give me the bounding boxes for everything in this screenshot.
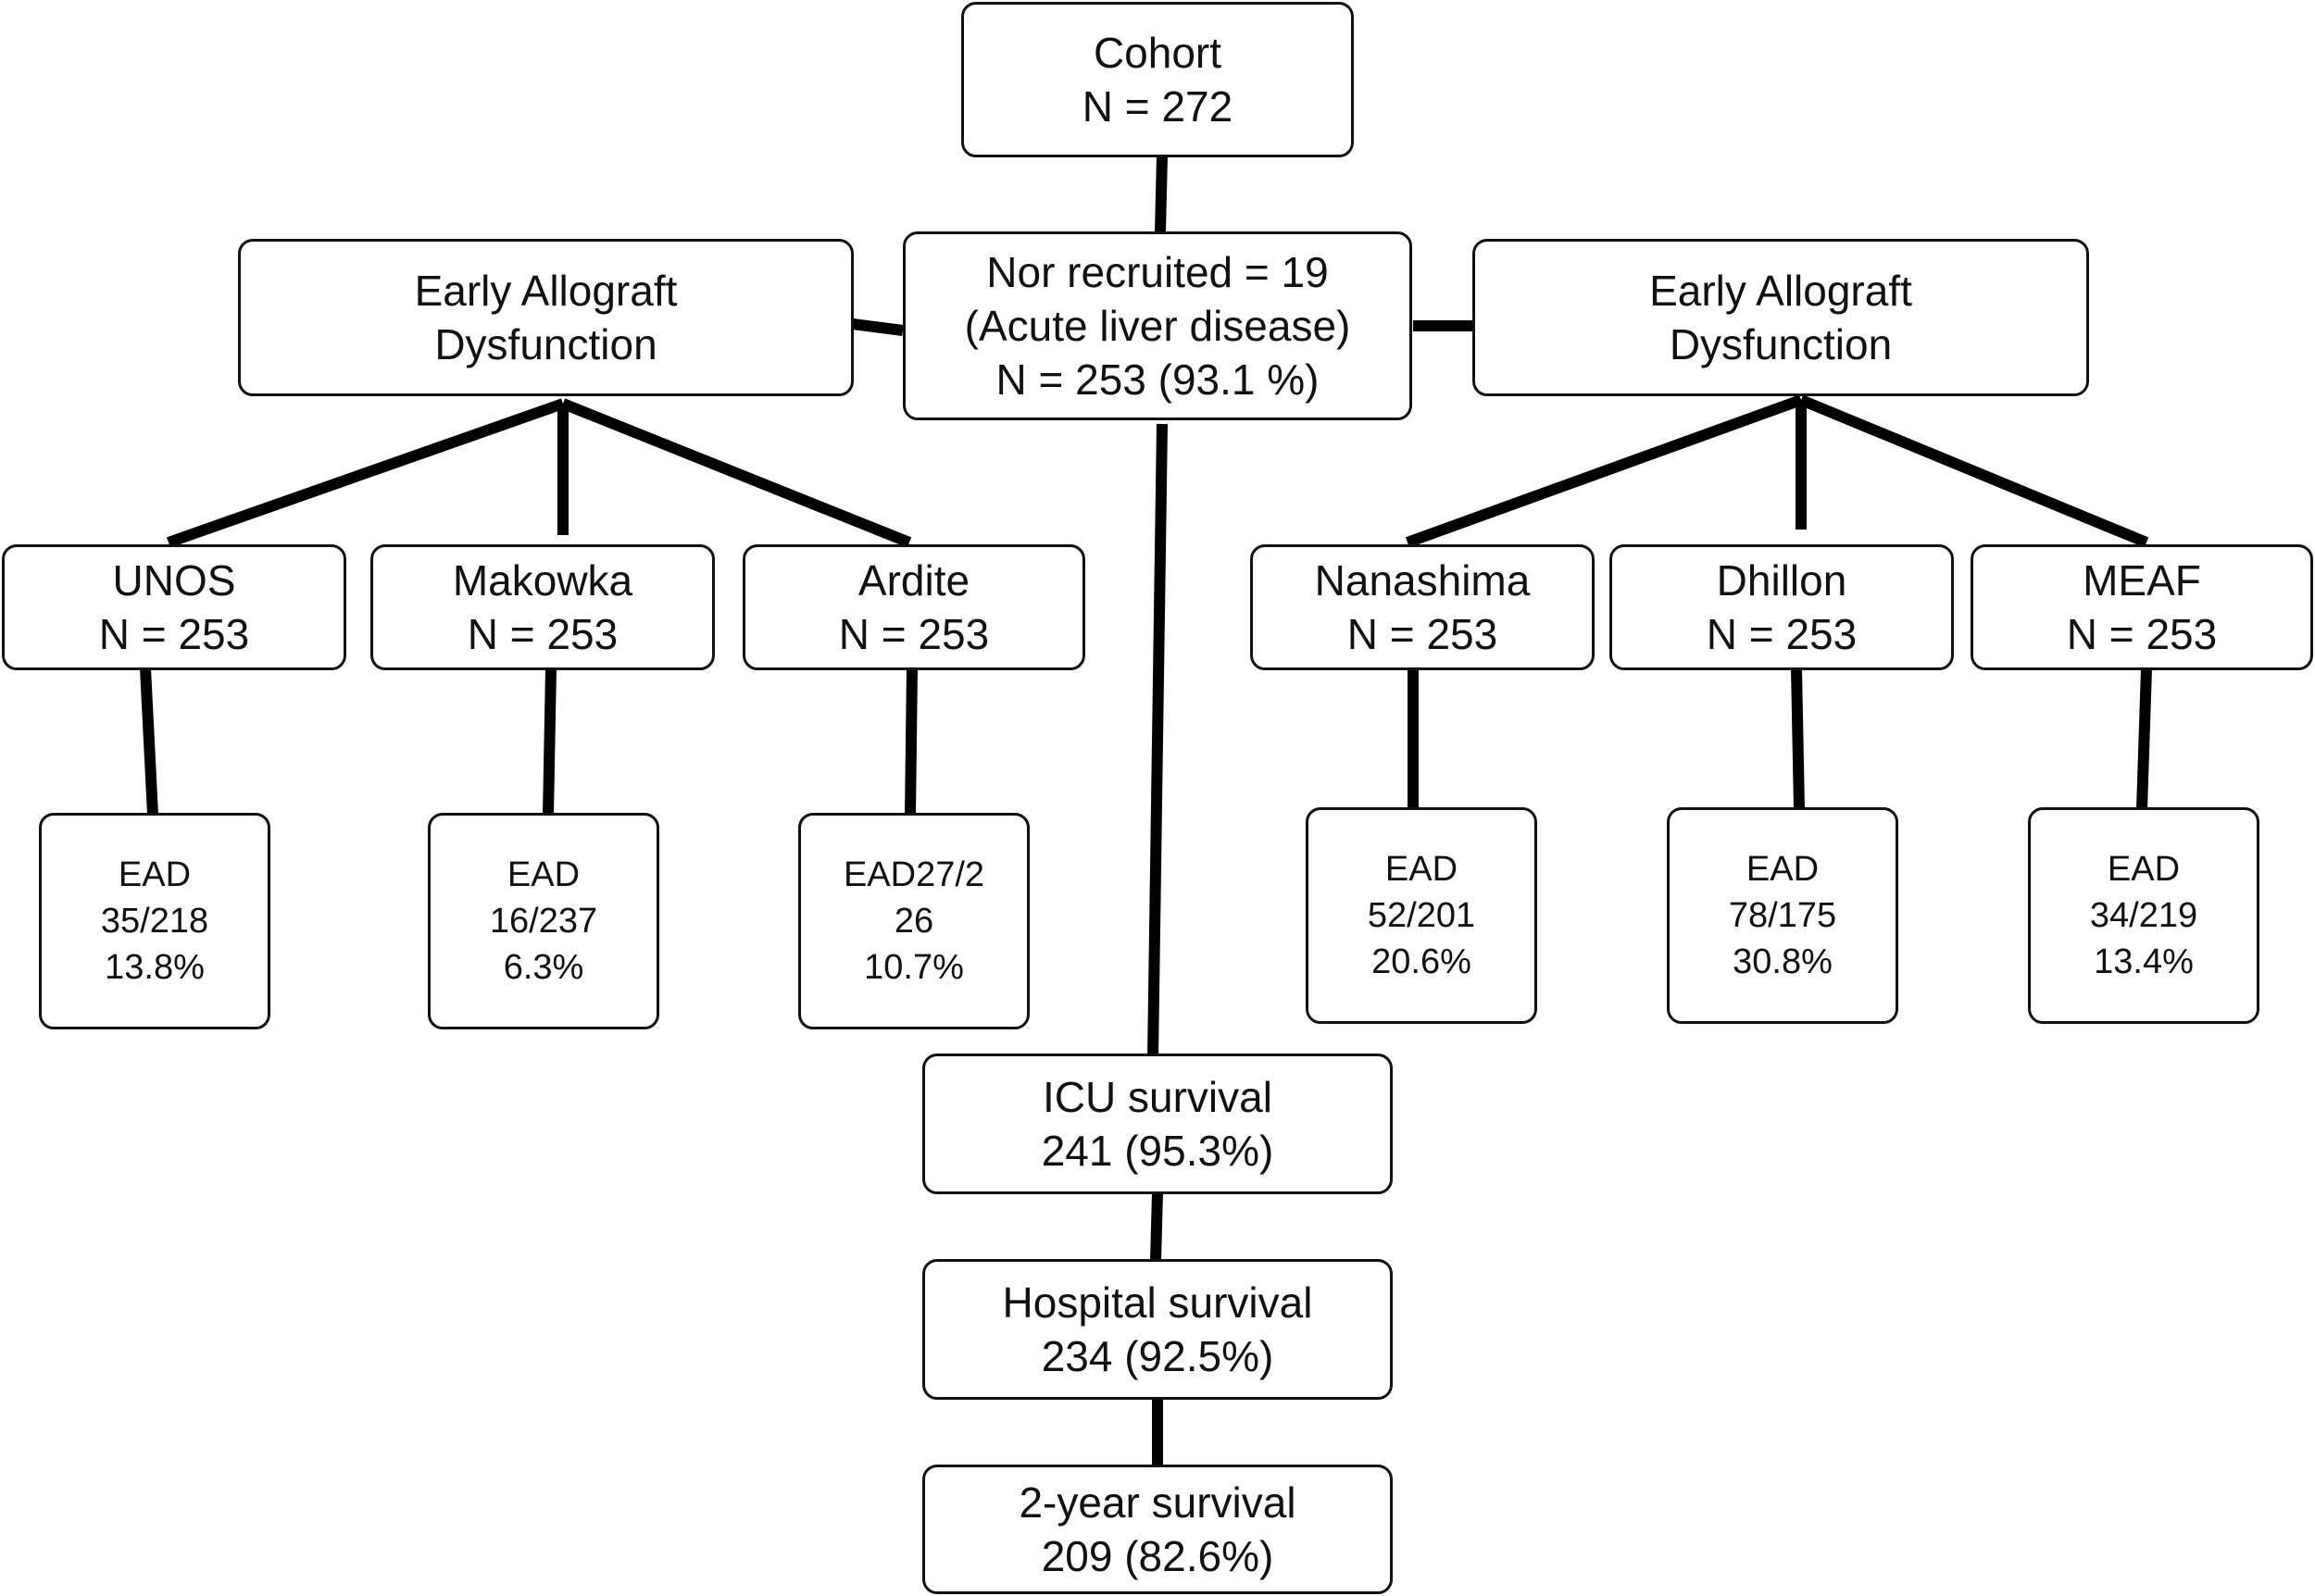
ead-result-box-unos: EAD 35/218 13.8% [39, 813, 270, 1029]
survival-value: 234 (92.5%) [1041, 1332, 1274, 1380]
ead-label: EAD [2107, 850, 2181, 889]
criterion-name: Makowka [452, 556, 633, 605]
criterion-box-unos: UNOS N = 253 [2, 544, 346, 670]
survival-value: 209 (82.6%) [1041, 1532, 1274, 1580]
ead-label: EAD [1746, 850, 1820, 889]
ead-percent: 20.6% [1371, 942, 1471, 981]
cohort-box: Cohort N = 272 [961, 2, 1354, 157]
ead-left-line2: Dysfunction [434, 320, 657, 368]
criterion-box-dhillon: Dhillon N = 253 [1609, 544, 1954, 670]
connector-ead-right-nanashima [1405, 394, 1804, 548]
ead-ratio: 78/175 [1728, 896, 1837, 935]
ead-result-box-dhillon: EAD 78/175 30.8% [1667, 807, 1898, 1024]
connector-ead-right-meaf [1798, 394, 2149, 548]
ead-percent: 6.3% [503, 948, 584, 987]
ead-label: EAD [507, 855, 581, 894]
connector-icu-hospital [1150, 1191, 1163, 1262]
ead-ratio: 35/218 [100, 902, 209, 941]
criterion-name: Nanashima [1314, 556, 1531, 605]
ead-result-box-ardite: EAD27/2 26 10.7% [798, 813, 1030, 1029]
criterion-n: N = 253 [838, 610, 990, 658]
not-recruited-count: Nor recruited = 19 [986, 248, 1329, 296]
ead-percent: 30.8% [1733, 942, 1833, 981]
ead-ratio: 16/237 [489, 902, 598, 941]
ead-ratio: 26 [894, 902, 934, 941]
survival-label: ICU survival [1043, 1073, 1272, 1121]
cohort-n: N = 272 [1082, 82, 1233, 131]
hospital-survival-box: Hospital survival 234 (92.5%) [922, 1259, 1393, 1400]
cohort-title: Cohort [1093, 29, 1222, 77]
criterion-n: N = 253 [1706, 610, 1858, 658]
survival-label: Hospital survival [1002, 1278, 1313, 1327]
criterion-name: Ardite [857, 556, 970, 605]
connector-dhillon-ead [1791, 667, 1805, 810]
criterion-box-makowka: Makowka N = 253 [370, 544, 715, 670]
connector-recruit-survival [1147, 423, 1168, 1058]
ead-ratio: 52/201 [1367, 896, 1476, 935]
ead-right-line1: Early Allograft [1649, 267, 1912, 315]
ead-result-box-meaf: EAD 34/219 13.4% [2028, 807, 2259, 1024]
ead-right-box: Early Allograft Dysfunction [1472, 239, 2089, 396]
ead-percent: 13.4% [2094, 942, 2194, 981]
criterion-name: MEAF [2083, 556, 2201, 605]
ead-label: EAD27/2 [843, 855, 985, 894]
connector-makowka-ead [543, 667, 557, 816]
criterion-n: N = 253 [98, 610, 250, 658]
ead-right-line2: Dysfunction [1669, 320, 1893, 368]
criterion-name: UNOS [112, 556, 236, 605]
ead-label: EAD [118, 855, 192, 894]
criterion-name: Dhillon [1716, 556, 1847, 605]
ead-result-box-nanashima: EAD 52/201 20.6% [1306, 807, 1537, 1024]
survival-value: 241 (95.3%) [1041, 1127, 1274, 1175]
criterion-n: N = 253 [1346, 610, 1498, 658]
criterion-n: N = 253 [467, 610, 619, 658]
connector-cohort-recruit [1155, 155, 1168, 232]
connector-ead-left-unos [167, 398, 565, 548]
ead-percent: 13.8% [105, 948, 205, 987]
ead-left-line1: Early Allograft [414, 267, 678, 315]
ead-left-box: Early Allograft Dysfunction [238, 239, 854, 396]
connector-meaf-ead [2136, 667, 2152, 810]
recruited-box: Nor recruited = 19 (Acute liver disease)… [903, 231, 1412, 420]
not-recruited-reason: (Acute liver disease) [964, 302, 1351, 350]
ead-percent: 10.7% [864, 948, 964, 987]
criterion-n: N = 253 [2066, 610, 2218, 658]
connector-ardite-ead [905, 667, 918, 816]
criterion-box-nanashima: Nanashima N = 253 [1250, 544, 1595, 670]
criterion-box-meaf: MEAF N = 253 [1971, 544, 2313, 670]
connector-unos-ead [140, 667, 158, 816]
recruited-n: N = 253 (93.1 %) [995, 355, 1320, 404]
icu-survival-box: ICU survival 241 (95.3%) [922, 1054, 1393, 1194]
ead-ratio: 34/219 [2089, 896, 2198, 935]
survival-label: 2-year survival [1019, 1478, 1296, 1527]
criterion-box-ardite: Ardite N = 253 [743, 544, 1085, 670]
connector-recruit-ead-left [852, 318, 904, 336]
connector-ead-left-ardite [560, 398, 912, 548]
ead-result-box-makowka: EAD 16/237 6.3% [428, 813, 659, 1029]
ead-label: EAD [1384, 850, 1458, 889]
two-year-survival-box: 2-year survival 209 (82.6%) [922, 1465, 1393, 1594]
